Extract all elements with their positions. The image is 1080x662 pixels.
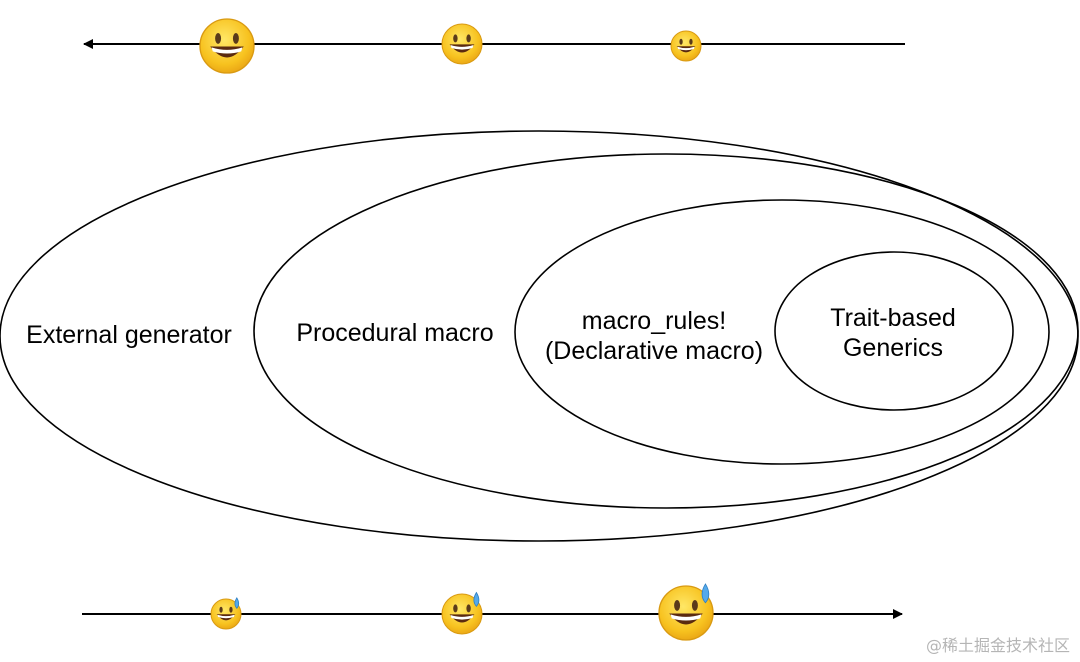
procedural-macro-ellipse [253,153,1079,509]
grin-sweat-icon [441,591,483,635]
macro-rules-label-line2: (Declarative macro) [545,337,763,365]
trait-generics-label-line1: Trait-based [830,304,956,332]
external-generator-label: External generator [26,321,232,349]
trait-generics-ellipse [774,251,1014,411]
watermark: @稀土掘金技术社区 [925,636,1070,655]
procedural-macro-label: Procedural macro [296,319,493,347]
grin-sweat-icon [658,583,714,641]
grin-icon [199,18,255,74]
grin-icon [670,30,702,62]
macro-rules-ellipse [514,199,1050,465]
trait-generics-label-line2: Generics [843,334,943,362]
macro-rules-label-line1: macro_rules! [582,307,727,335]
grin-sweat-icon [210,597,242,630]
grin-icon [441,23,483,65]
